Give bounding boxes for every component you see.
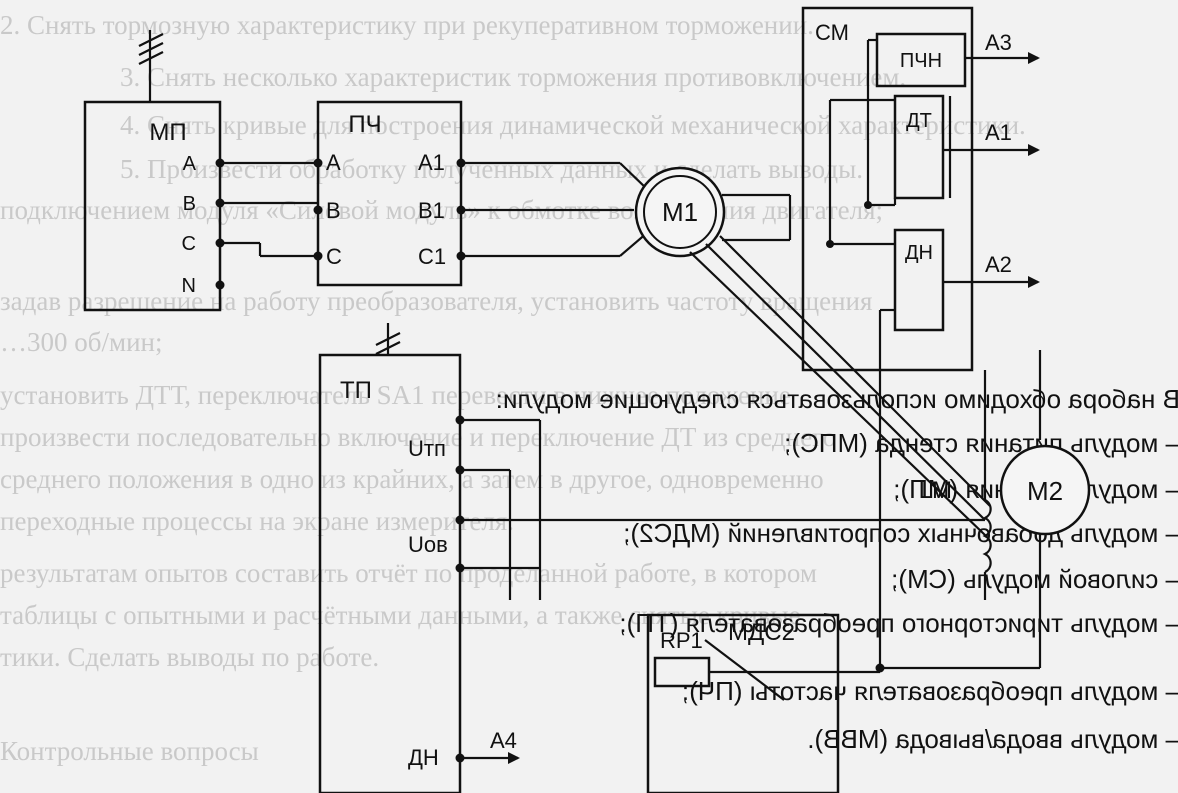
overlay-line: – модуль добавочных сопротивлений (МДС2)… [623, 518, 1178, 548]
mp-terminal-a: A [183, 153, 197, 175]
m1-motor: M1 [634, 166, 726, 258]
m1-inner [643, 175, 717, 249]
pch-output-c1: C1 [418, 244, 446, 269]
m1-label: M1 [662, 197, 698, 227]
mp-label: МП [149, 119, 186, 146]
sm-module: СМ ПЧН ДТ ДН [801, 6, 974, 372]
sm-label: СМ [815, 20, 849, 45]
pchn-label: ПЧН [900, 50, 942, 72]
bg-line: подключением модуля «Силовой модуль» к о… [0, 195, 884, 225]
pch-input-b: B [326, 198, 341, 223]
bg-line: Контрольные вопросы [0, 736, 259, 766]
rp1-slider [704, 639, 785, 701]
dn-box [893, 228, 945, 332]
mp-terminal-b: B [183, 193, 196, 215]
tp-label: ТП [340, 377, 372, 404]
lm-coil [982, 499, 992, 573]
pch-dot-b [313, 205, 323, 215]
bg-line: 5. Произвести обработку полученных данны… [120, 154, 863, 184]
bg-line: тики. Сделать выводы по работе. [0, 642, 380, 672]
lm-label: LM [919, 477, 952, 504]
bg-line: результатам опытов составить отчёт по пр… [0, 558, 817, 588]
overlay-line: В набора обходимо использоваться следующ… [496, 384, 1178, 414]
pch-input-a: A [326, 150, 341, 175]
m1-shaft-link [689, 251, 986, 536]
mp-module: МП A B C N [83, 30, 225, 312]
dt-label: ДТ [906, 110, 932, 132]
mp-terminal-c: C [182, 233, 196, 255]
pch-dot-a [313, 158, 323, 168]
mp-supply-tick [138, 42, 164, 56]
pch-dot-c [313, 251, 323, 261]
m2-body [999, 444, 1091, 536]
mp-supply-tick [138, 33, 164, 47]
mds2-module: RP1 МДС2 [646, 613, 880, 793]
pch-output-a1: A1 [418, 150, 445, 175]
pch-box [316, 100, 463, 287]
mirrored-overlay: В набора обходимо использоваться следующ… [496, 384, 1178, 754]
a2-label: A2 [985, 252, 1012, 277]
bg-line: …300 об/мин; [0, 327, 163, 357]
tp-utp-label: Uтп [408, 436, 446, 461]
tp-box [318, 353, 462, 793]
tp-uov-label: Uов [408, 532, 448, 557]
mp-dot-n [215, 280, 225, 290]
m1-shaft-link [705, 243, 986, 521]
sm-box [801, 6, 974, 372]
bg-line: произвести последовательно включение и п… [0, 422, 837, 452]
dt-box [893, 94, 945, 200]
a2-arrowhead [1028, 276, 1040, 288]
m2-node [875, 663, 885, 673]
bg-line: 3. Снять несколько характеристик торможе… [120, 62, 907, 92]
rp1-label: RP1 [660, 628, 703, 653]
tp-supply-tick [375, 332, 401, 346]
pch-input-c: C [326, 244, 342, 269]
tp-supply-tick [375, 341, 401, 355]
overlay-line: – модуль преобразователя частоты (ПЧ); [682, 676, 1178, 706]
tp-dn-label: ДН [408, 745, 439, 770]
pch-label: ПЧ [348, 111, 381, 138]
a4-arrowhead [508, 752, 520, 764]
mds2-box [646, 613, 840, 793]
overlay-line: – силовой модуль (СМ); [891, 564, 1178, 594]
mp-supply-tick [138, 51, 164, 65]
overlay-line: – модуль тиристорного преобразователя (Т… [619, 608, 1178, 638]
overlay-line: – модуль питания стенда (МПС); [784, 428, 1178, 458]
a4-label: A4 [490, 728, 517, 753]
pch-module: ПЧ A B C A1 B1 C1 [313, 100, 466, 287]
a1-label: A1 [985, 120, 1012, 145]
tp-module: ТП Uтп Uов ДН [318, 323, 465, 793]
m2-motor: M2 [999, 444, 1091, 536]
bg-line: 2. Снять тормозную характеристику при ре… [0, 10, 814, 40]
pchn-box [875, 32, 967, 88]
a3-label: A3 [985, 30, 1012, 55]
bg-line: установить ДТТ, переключатель SA1 переве… [0, 380, 791, 410]
overlay-line: – модуль ввода/вывода (МВВ). [807, 724, 1178, 754]
mp-terminal-n: N [182, 275, 196, 297]
m2-label: M2 [1027, 476, 1063, 506]
bg-line: 4. Снять кривые для построения динамичес… [120, 110, 1026, 140]
a1-arrowhead [1028, 144, 1040, 156]
bg-line: среднего положения в одно из крайних, а … [0, 464, 824, 494]
sm-dn-label: ДН [905, 242, 933, 264]
a3-arrowhead [1028, 52, 1040, 64]
pch-output-b1: B1 [418, 198, 445, 223]
bg-line: переходные процессы на экране измерителя… [0, 506, 514, 536]
m1-outer [634, 166, 726, 258]
mds2-label: МДС2 [728, 619, 795, 646]
